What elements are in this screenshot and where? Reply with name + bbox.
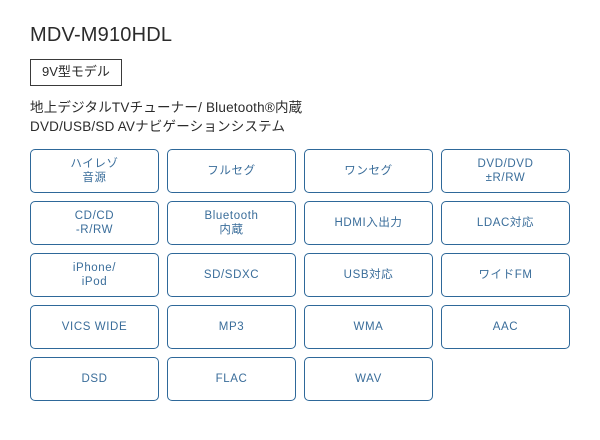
feature-badge[interactable]: USB対応	[304, 253, 433, 297]
feature-badge-label-line1: フルセグ	[207, 165, 256, 177]
model-size-badge: 9V型モデル	[30, 59, 122, 86]
feature-badge-label-line1: DSD	[81, 373, 108, 385]
feature-badge-grid: ハイレゾ音源 フルセグ ワンセグ DVD/DVD ±R/RW CD/CD -R/RW Blue…	[30, 149, 570, 401]
feature-badge-label-line1: WMA	[353, 321, 384, 333]
feature-badge[interactable]: DSD	[30, 357, 159, 401]
feature-badge[interactable]: フルセグ	[167, 149, 296, 193]
feature-badge-label-line1: DVD/DVD	[477, 158, 534, 170]
feature-badge[interactable]: VICS WIDE	[30, 305, 159, 349]
feature-badge[interactable]: CD/CD -R/RW	[30, 201, 159, 245]
feature-badge-label-line1: LDAC対応	[476, 217, 535, 229]
feature-badge[interactable]: ワイドFM	[441, 253, 570, 297]
feature-badge[interactable]: DVD/DVD ±R/RW	[441, 149, 570, 193]
feature-badge[interactable]: Bluetooth 内蔵	[167, 201, 296, 245]
feature-badge[interactable]: ワンセグ	[304, 149, 433, 193]
feature-badge[interactable]: iPhone/iPod	[30, 253, 159, 297]
model-badge-row: 9V型モデル	[30, 59, 570, 86]
feature-badge-label-line2: 音源	[82, 172, 107, 184]
feature-badge-label-line1: CD/CD	[74, 210, 115, 222]
feature-badge-label-line2: ±R/RW	[485, 172, 526, 184]
feature-badge-label-line1: WAV	[355, 373, 382, 385]
feature-badge[interactable]: HDMI入出力	[304, 201, 433, 245]
feature-badge[interactable]: MP3	[167, 305, 296, 349]
feature-badge-label-line1: ワンセグ	[344, 165, 393, 177]
feature-badge[interactable]: SD/SDXC	[167, 253, 296, 297]
feature-badge[interactable]: ハイレゾ音源	[30, 149, 159, 193]
feature-badge-label-line1: MP3	[218, 321, 245, 333]
feature-badge-label-line1: FLAC	[215, 373, 248, 385]
feature-badge-label-line1: ワイドFM	[478, 269, 533, 281]
feature-badge-label-line1: iPhone/	[72, 262, 117, 274]
feature-badge[interactable]: WMA	[304, 305, 433, 349]
product-subtitle: 地上デジタルTVチューナー/ Bluetooth®内蔵 DVD/USB/SD A…	[30, 98, 570, 136]
feature-badge-label-line1: Bluetooth	[204, 210, 259, 222]
feature-badge-label-line1: SD/SDXC	[203, 269, 260, 281]
subtitle-line-1: 地上デジタルTVチューナー/ Bluetooth®内蔵	[30, 100, 303, 115]
feature-badge-label-line2: -R/RW	[75, 224, 114, 236]
feature-badge-label-line1: VICS WIDE	[61, 321, 128, 333]
feature-badge-label-line1: AAC	[492, 321, 519, 333]
page-title: MDV-M910HDL	[30, 24, 173, 46]
feature-badge[interactable]: LDAC対応	[441, 201, 570, 245]
subtitle-line-2: DVD/USB/SD AVナビゲーションシステム	[30, 119, 286, 134]
feature-badge[interactable]: WAV	[304, 357, 433, 401]
feature-badge[interactable]: AAC	[441, 305, 570, 349]
feature-badge-empty-slot	[441, 357, 570, 401]
feature-badge-label-line1: USB対応	[343, 269, 394, 281]
feature-badge-label-line2: 内蔵	[219, 224, 244, 236]
feature-badge[interactable]: FLAC	[167, 357, 296, 401]
feature-badge-label-line1: HDMI入出力	[334, 217, 403, 229]
feature-badge-label-line2: iPod	[81, 276, 108, 288]
feature-badge-label-line1: ハイレゾ	[70, 158, 119, 170]
